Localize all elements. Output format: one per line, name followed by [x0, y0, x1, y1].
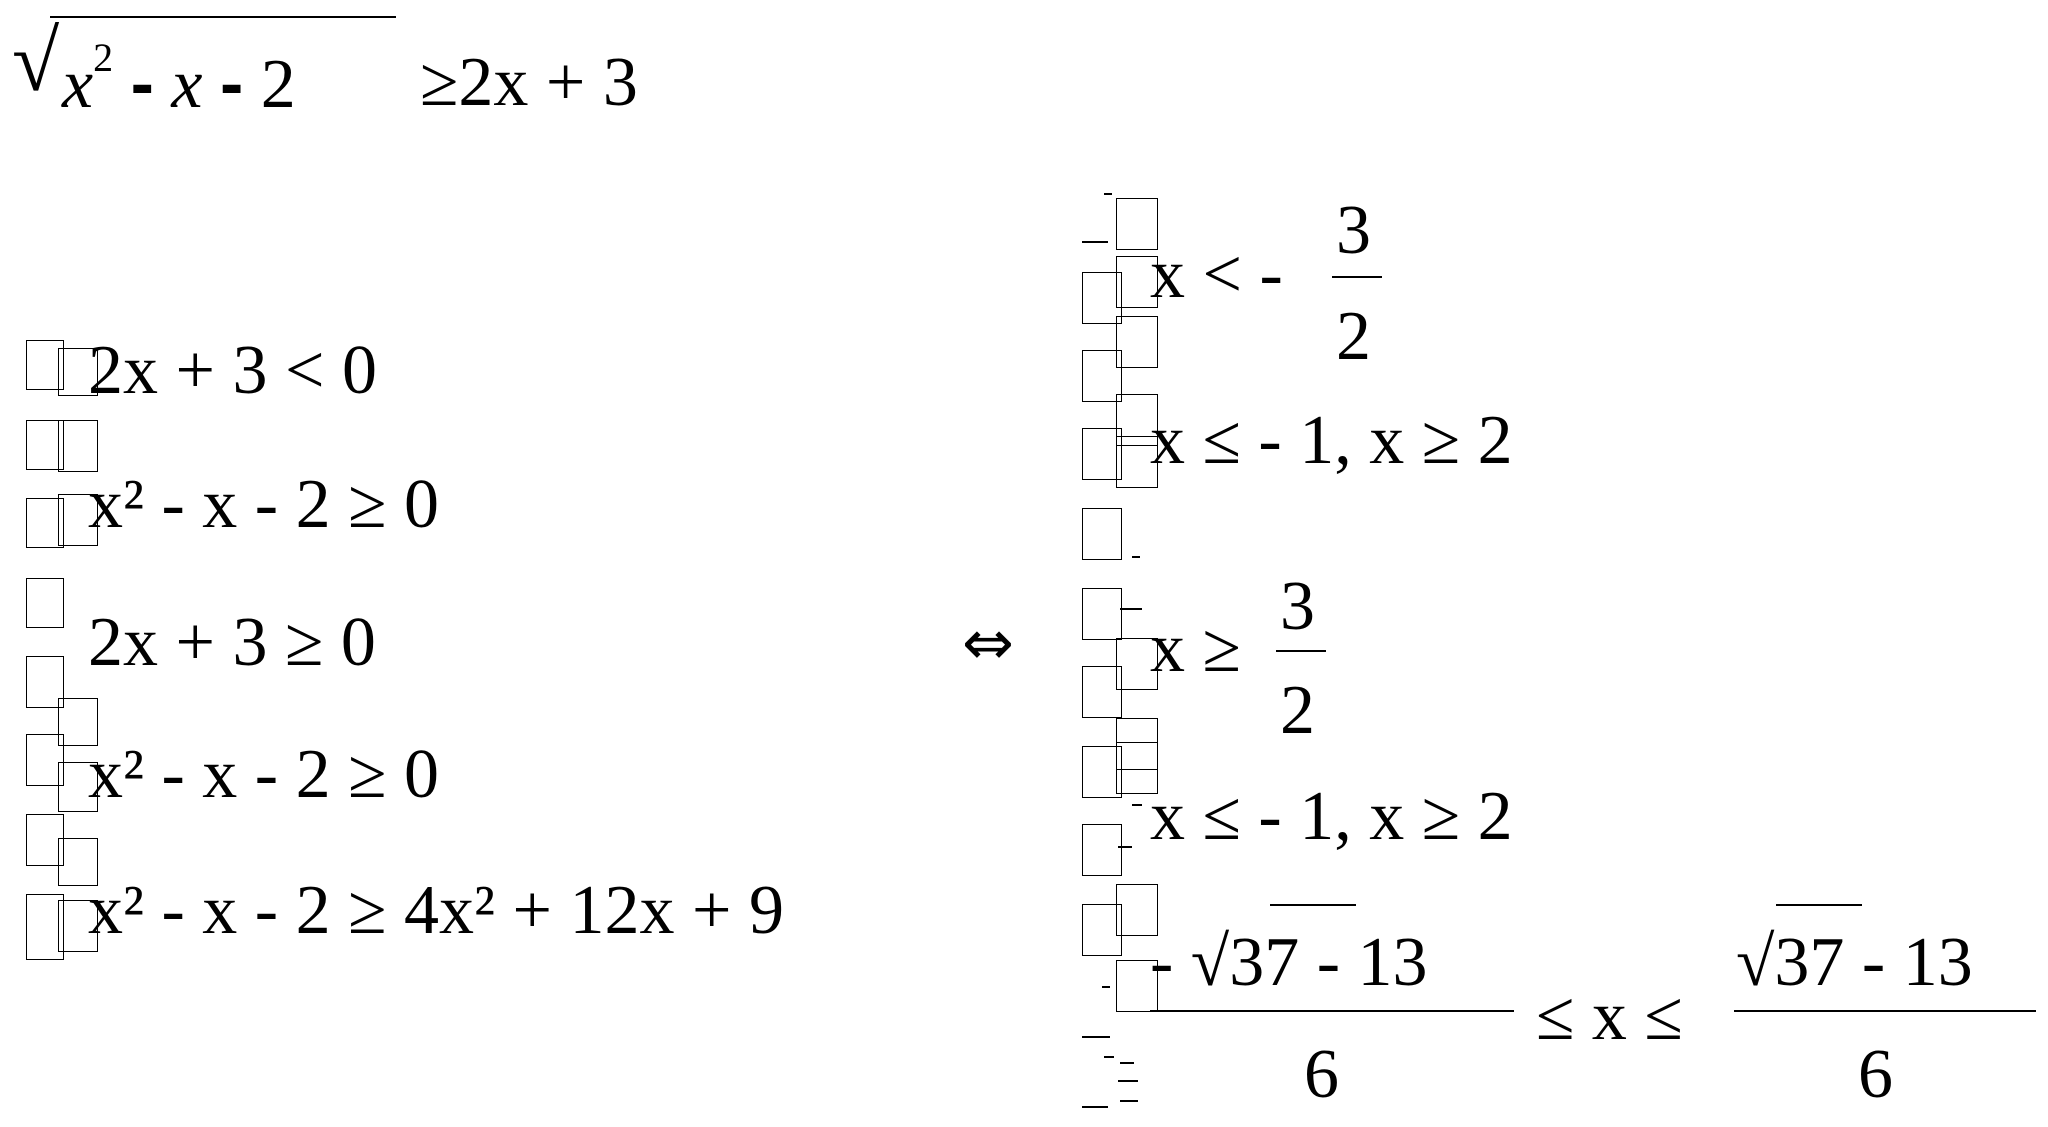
left-num-radical-overline	[1270, 904, 1356, 906]
right-case2-line1-lhs: x ≥	[1150, 610, 1241, 687]
radical-sign: √	[12, 13, 60, 109]
right-case2-line2: x ≤ - 1, x ≥ 2	[1150, 778, 1513, 855]
left-case1-line1: 2x + 3 < 0	[88, 332, 377, 409]
right-case1-frac-num: 3	[1336, 192, 1371, 269]
right-case2-line3-right-frac-bar	[1734, 1010, 2036, 1012]
problem-radicand: x2 - x - 2	[62, 35, 296, 123]
right-case1-frac-den: 2	[1336, 298, 1371, 375]
left-case2-line3: x² - x - 2 ≥ 4x² + 12x + 9	[88, 872, 784, 949]
right-case2-line3-left-num: - √37 - 13	[1150, 924, 1428, 1001]
right-case2-line3-left-den: 6	[1304, 1036, 1339, 1113]
right-case1-line1-lhs: x < -	[1150, 236, 1283, 313]
left-case2-line1: 2x + 3 ≥ 0	[88, 604, 376, 681]
right-num-radical-overline	[1776, 904, 1862, 906]
right-case2-frac-bar	[1276, 650, 1326, 652]
equivalence-symbol: ⇔	[962, 606, 1014, 679]
right-case2-line3-right-num: √37 - 13	[1736, 924, 1973, 1001]
right-case2-line3-mid: ≤ x ≤	[1536, 978, 1683, 1055]
right-case1-line2: x ≤ - 1, x ≥ 2	[1150, 402, 1513, 479]
right-case1-frac-bar	[1332, 276, 1382, 278]
right-case2-frac-den: 2	[1280, 672, 1315, 749]
radical-overline	[50, 16, 396, 18]
right-case2-frac-num: 3	[1280, 568, 1315, 645]
problem-rhs: ≥2x + 3	[420, 44, 638, 121]
left-case2-line2: x² - x - 2 ≥ 0	[88, 736, 440, 813]
right-case2-line3-right-den: 6	[1858, 1036, 1893, 1113]
left-case1-line2: x² - x - 2 ≥ 0	[88, 466, 440, 543]
right-case2-line3-left-frac-bar	[1150, 1010, 1514, 1012]
